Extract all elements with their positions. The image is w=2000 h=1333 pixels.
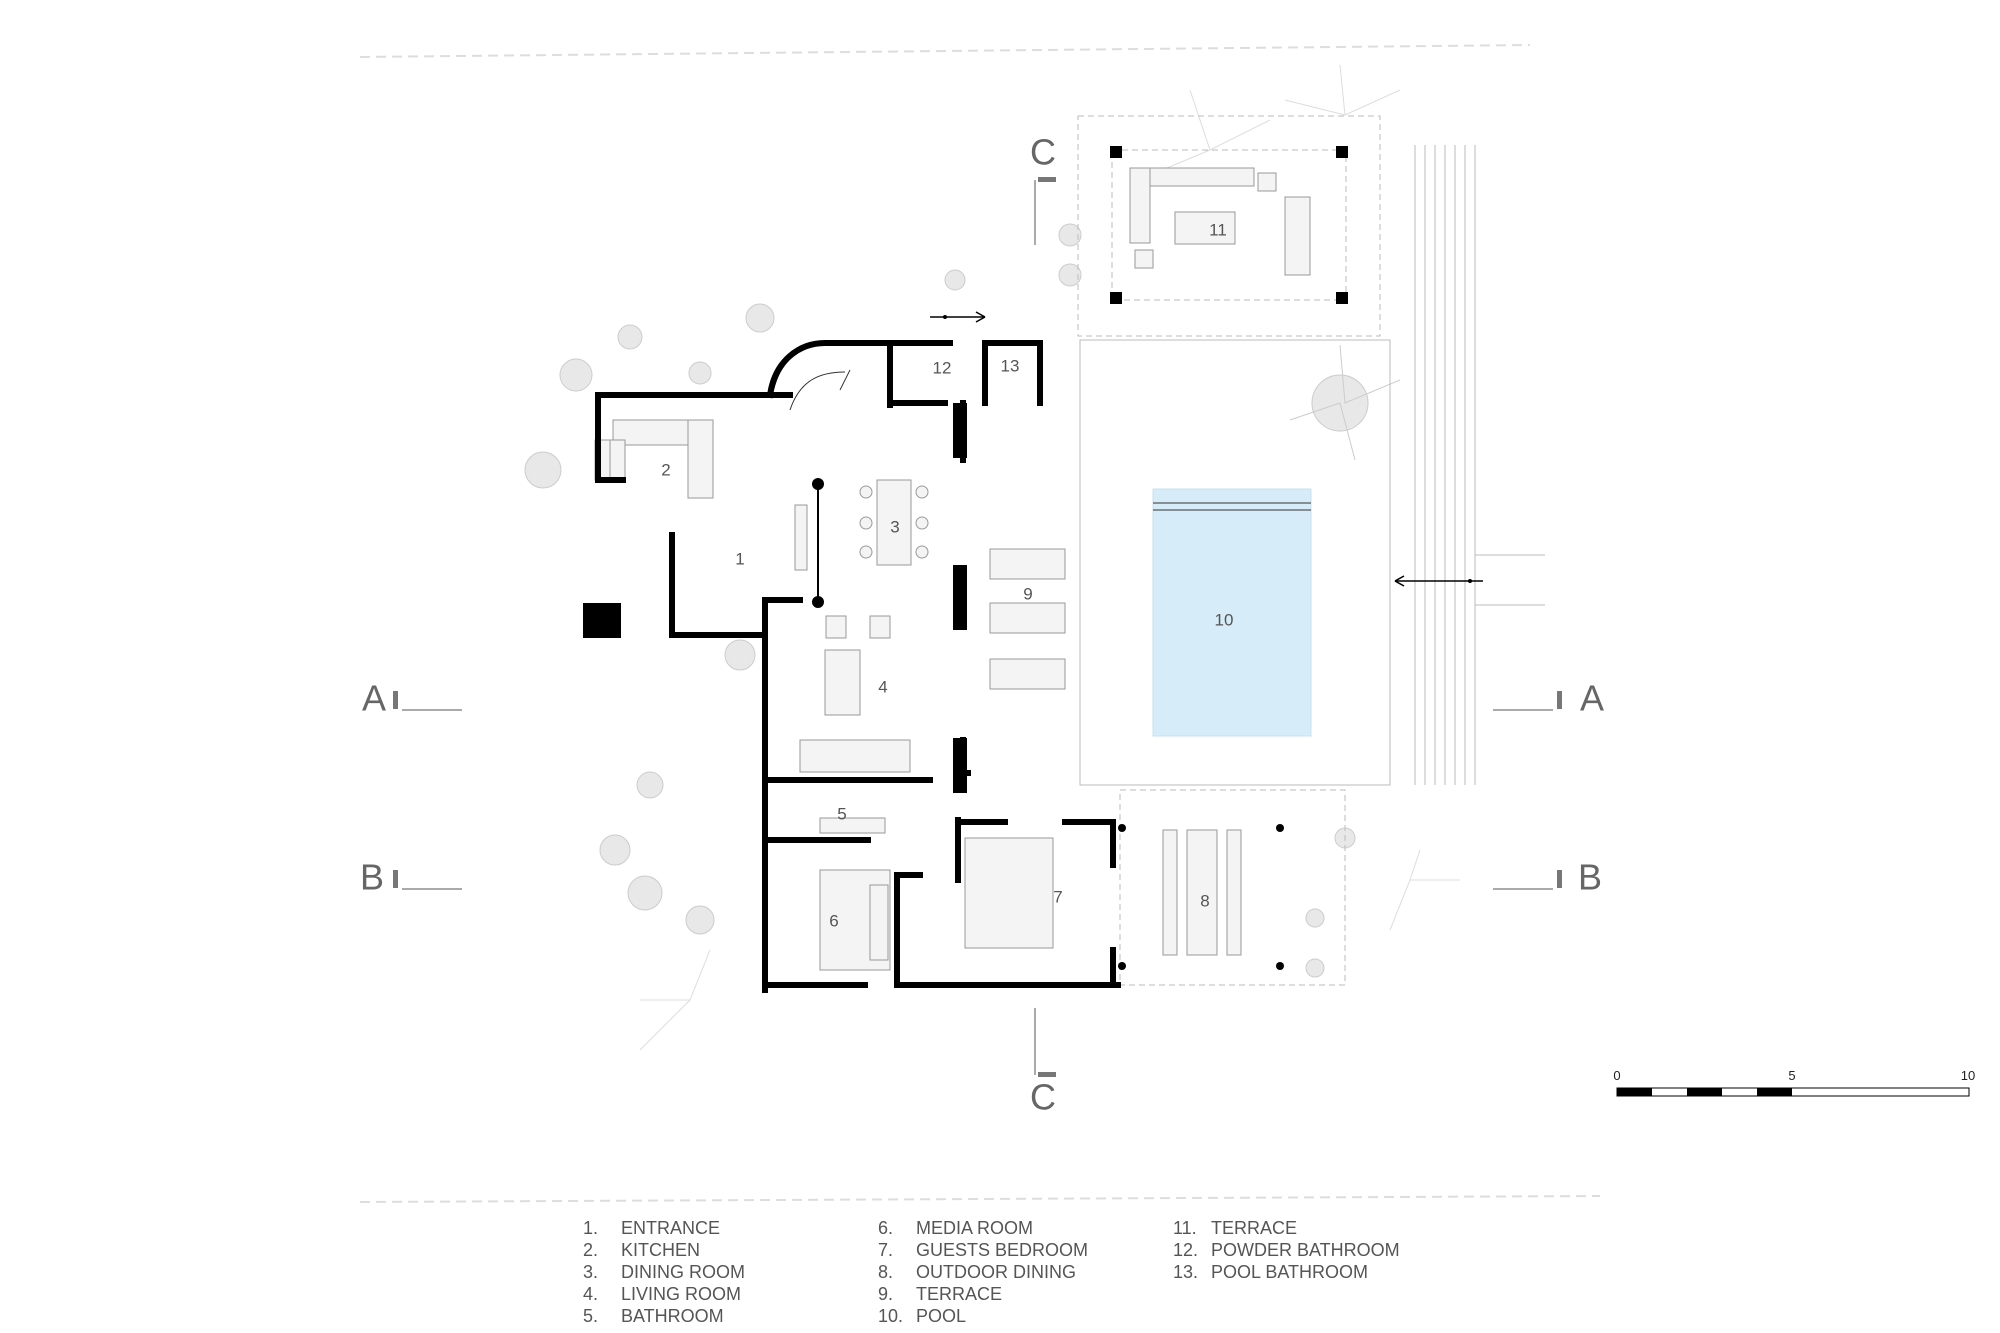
- section-a-left: A: [362, 678, 462, 719]
- section-b-right: B: [1493, 857, 1602, 898]
- terrace-11-deck: [1077, 115, 1381, 337]
- svg-text:A: A: [362, 678, 386, 719]
- section-a-right: A: [1493, 678, 1604, 719]
- legend-item: 3.DINING ROOM: [583, 1262, 745, 1282]
- room-number-11: 11: [1209, 220, 1227, 239]
- legend-item: 5.BATHROOM: [583, 1306, 724, 1326]
- legend-item: 6.MEDIA ROOM: [878, 1218, 1034, 1238]
- room-number-7: 7: [1053, 887, 1062, 906]
- room-number-2: 2: [661, 460, 670, 479]
- entry-arrow: [930, 311, 986, 323]
- legend-item: 7.GUESTS BEDROOM: [878, 1240, 1089, 1260]
- outdoor-dining-table: [1118, 824, 1284, 970]
- vegetation: [524, 64, 1460, 1051]
- boundary-top: [359, 44, 1531, 58]
- legend-column-2: 6.MEDIA ROOM 7.GUESTS BEDROOM 8.OUTDOOR …: [878, 1217, 1088, 1327]
- room-number-9: 9: [1023, 584, 1032, 603]
- room-number-10: 10: [1215, 610, 1234, 629]
- legend-item: 12.POWDER BATHROOM: [1173, 1240, 1400, 1260]
- legend-column-1: 1.ENTRANCE 2.KITCHEN 3.DINING ROOM 4.LIV…: [583, 1217, 745, 1327]
- room-number-13: 13: [1001, 356, 1020, 375]
- terrace-11-furniture: [1110, 146, 1348, 304]
- legend-item: 4.LIVING ROOM: [583, 1284, 742, 1304]
- room-number-5: 5: [837, 804, 846, 823]
- legend-item: 9.TERRACE: [878, 1284, 1003, 1304]
- pool: [1152, 488, 1312, 737]
- outdoor-dining-deck: [1119, 789, 1346, 986]
- section-b-left: B: [360, 857, 462, 898]
- room-number-12: 12: [933, 358, 952, 377]
- room-number-4: 4: [878, 677, 887, 696]
- legend-item: 11.TERRACE: [1173, 1218, 1298, 1238]
- terrace-9-loungers: [989, 548, 1066, 690]
- svg-text:C: C: [1030, 1077, 1056, 1118]
- legend-item: 13.POOL BATHROOM: [1173, 1262, 1369, 1282]
- legend-item: 2.KITCHEN: [583, 1240, 701, 1260]
- legend-item: 8.OUTDOOR DINING: [878, 1262, 1076, 1282]
- interior-furniture: [594, 419, 1054, 971]
- svg-text:C: C: [1030, 132, 1056, 173]
- legend-item: 10.POOL: [878, 1306, 967, 1326]
- scale-end: 10: [1961, 1068, 1975, 1083]
- scale-bar: 0 5 10: [1613, 1068, 1975, 1097]
- room-number-1: 1: [735, 549, 744, 568]
- section-c-bottom: C: [1030, 1008, 1056, 1118]
- svg-text:B: B: [1578, 857, 1602, 898]
- terrace-11-inner: [1111, 149, 1347, 301]
- room-number-6: 6: [829, 911, 838, 930]
- side-stairs: [1414, 145, 1545, 785]
- stair-arrow: [1394, 575, 1483, 587]
- svg-text:A: A: [1580, 678, 1604, 719]
- scale-start: 0: [1613, 1068, 1620, 1083]
- room-number-3: 3: [890, 517, 899, 536]
- walls: [583, 340, 1121, 993]
- room-number-8: 8: [1200, 891, 1209, 910]
- pool-deck: [1079, 339, 1391, 786]
- boundary-bottom: [359, 1195, 1601, 1203]
- svg-text:B: B: [360, 857, 384, 898]
- legend-item: 1.ENTRANCE: [583, 1218, 721, 1238]
- scale-mid: 5: [1788, 1068, 1795, 1083]
- legend-column-3: 11.TERRACE 12.POWDER BATHROOM 13.POOL BA…: [1173, 1217, 1400, 1283]
- spiral-stair: [789, 369, 851, 411]
- section-c-top: C: [1030, 132, 1056, 245]
